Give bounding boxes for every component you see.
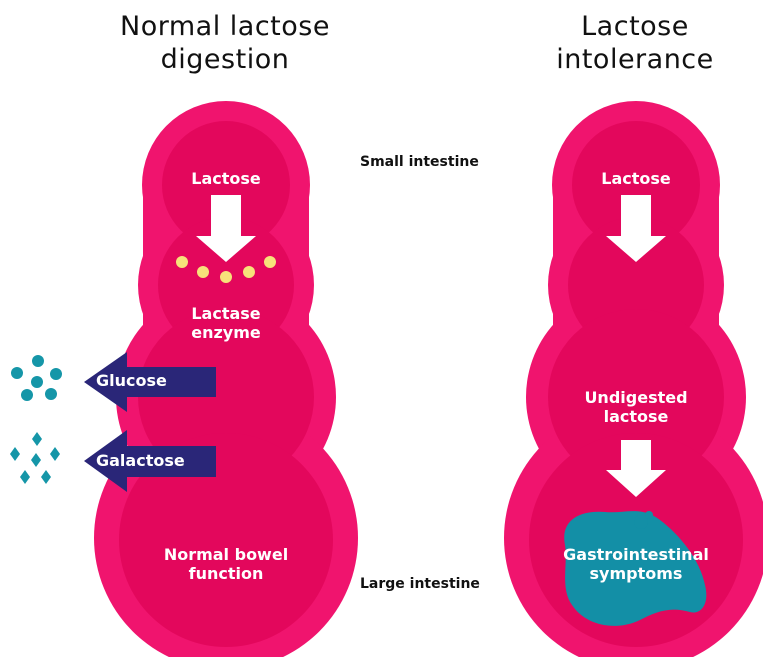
diamond-dots-icon	[10, 432, 60, 484]
symptoms-label: Gastrointestinal symptoms	[536, 545, 736, 583]
right-lactose-label: Lactose	[576, 169, 696, 188]
galactose-label: Galactose	[96, 451, 185, 470]
right-title-line1: Lactose	[530, 10, 740, 43]
undigested-lactose-label: Undigested lactose	[566, 388, 706, 426]
large-intestine-label: Large intestine	[360, 576, 480, 592]
normal-bowel-label: Normal bowel function	[136, 545, 316, 583]
left-title-line1: Normal lactose	[100, 10, 350, 43]
normal-bowel-line2: function	[136, 564, 316, 583]
left-lactose-label: Lactose	[166, 169, 286, 188]
undigested-line1: Undigested	[566, 388, 706, 407]
symptoms-line2: symptoms	[536, 564, 736, 583]
circle-dots-icon	[11, 355, 62, 401]
right-title: Lactose intolerance	[530, 10, 740, 76]
symptoms-line1: Gastrointestinal	[536, 545, 736, 564]
lactase-enzyme-line1: Lactase	[166, 304, 286, 323]
left-title: Normal lactose digestion	[100, 10, 350, 76]
undigested-line2: lactose	[566, 407, 706, 426]
lactase-enzyme-line2: enzyme	[166, 323, 286, 342]
left-title-line2: digestion	[100, 43, 350, 76]
right-title-line2: intolerance	[530, 43, 740, 76]
lactase-enzyme-label: Lactase enzyme	[166, 304, 286, 342]
normal-bowel-line1: Normal bowel	[136, 545, 316, 564]
small-intestine-label: Small intestine	[360, 154, 479, 170]
glucose-label: Glucose	[96, 371, 167, 390]
